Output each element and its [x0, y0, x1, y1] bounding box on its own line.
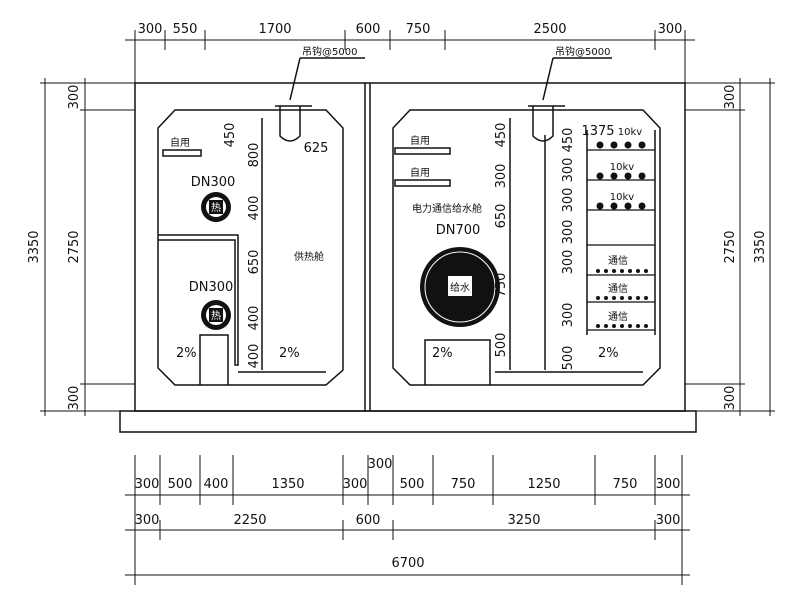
bottom-r2-dim-2: 2250	[233, 513, 266, 528]
left-hanger-leader	[289, 57, 301, 101]
left-slope-left: 2%	[176, 346, 197, 361]
svg-text:给水: 给水	[450, 281, 470, 294]
right-shelf-label-1: 自用	[410, 134, 430, 147]
right-dim-bottom: 300	[723, 386, 738, 411]
left-chamber-outline	[157, 109, 344, 386]
bottom-r1-dim-3: 400	[204, 477, 229, 492]
bottom-r1-dim-4: 1350	[271, 477, 304, 492]
left-inner-dim-400c: 400	[247, 344, 262, 369]
rack-label-1: 10kv	[618, 127, 643, 138]
right-top-dim-1375: 1375	[581, 124, 614, 139]
right-right-dim-4: 300	[561, 220, 576, 245]
left-lower-pipe: 热	[201, 300, 231, 330]
base-slab	[119, 410, 697, 433]
heating-compartment-label: 供热舱	[294, 250, 324, 263]
rack-label-6: 通信	[608, 311, 628, 323]
left-inner-dim-400b: 400	[247, 306, 262, 331]
right-shelf-1	[394, 147, 451, 155]
left-shelf	[162, 149, 202, 157]
top-dim-4: 600	[356, 22, 381, 37]
right-dim-mid: 2750	[723, 230, 738, 263]
cable-racks	[587, 149, 655, 331]
rack-label-3: 10kv	[610, 192, 635, 203]
right-dim-total: 3350	[753, 230, 768, 263]
water-pipe: 给水	[420, 247, 500, 327]
right-right-dim-7: 500	[561, 346, 576, 371]
left-lower-pipe-size: DN300	[189, 280, 234, 295]
rack-label-5: 通信	[608, 283, 628, 295]
power-cables	[596, 141, 646, 210]
right-shelf-label-2: 自用	[410, 166, 430, 179]
left-dim-top: 300	[67, 85, 82, 110]
left-upper-pipe: 热	[201, 192, 231, 222]
bottom-r1-dim-7: 750	[451, 477, 476, 492]
bottom-r2-dim-3: 600	[356, 513, 381, 528]
bottom-r2-dim-5: 300	[656, 513, 681, 528]
right-right-dim-1: 450	[561, 128, 576, 153]
right-hanger-leader	[542, 57, 554, 101]
right-shelf-2	[394, 179, 451, 187]
bottom-r1-dim-1: 300	[135, 477, 160, 492]
right-hanger-hook	[528, 105, 565, 142]
water-pipe-size: DN700	[436, 223, 481, 238]
bottom-r2-dim-1: 300	[135, 513, 160, 528]
bottom-r1-dim-6: 500	[400, 477, 425, 492]
svg-text:热: 热	[211, 309, 221, 322]
right-right-dim-5: 300	[561, 250, 576, 275]
bottom-r1-dim-8: 1250	[527, 477, 560, 492]
top-dim-5: 750	[406, 22, 431, 37]
right-left-dim-3: 650	[494, 204, 509, 229]
right-dim-top: 300	[723, 85, 738, 110]
right-right-dim-6: 300	[561, 303, 576, 328]
left-slope-right: 2%	[279, 346, 300, 361]
left-inner-dim-800: 800	[247, 143, 262, 168]
right-right-dim-2: 300	[561, 158, 576, 183]
left-upper-pipe-size: DN300	[191, 175, 236, 190]
right-chamber-outline	[392, 109, 661, 386]
bottom-r1-dim-10: 300	[656, 477, 681, 492]
bottom-r1-dim-extra: 300	[368, 457, 393, 472]
left-hanger-label: 吊钩@5000	[302, 46, 357, 58]
top-dim-1: 300	[138, 22, 163, 37]
svg-text:热: 热	[211, 201, 221, 214]
left-dim-450: 450	[223, 123, 238, 148]
left-dim-625: 625	[304, 141, 329, 156]
right-right-dim-3: 300	[561, 188, 576, 213]
bottom-r1-dim-5: 300	[343, 477, 368, 492]
top-dim-7: 300	[658, 22, 683, 37]
right-left-dim-2: 300	[494, 164, 509, 189]
right-left-dim-5: 500	[494, 333, 509, 358]
left-inner-dim-400a: 400	[247, 196, 262, 221]
top-dim-2: 550	[173, 22, 198, 37]
bottom-total-dim: 6700	[391, 556, 424, 571]
right-hanger-label: 吊钩@5000	[555, 46, 610, 58]
left-plinth	[199, 334, 229, 385]
bottom-r2-dim-4: 3250	[507, 513, 540, 528]
left-dim-mid: 2750	[67, 230, 82, 263]
right-plinth	[424, 339, 491, 385]
left-hanger-hook	[275, 105, 312, 142]
top-dim-6: 2500	[533, 22, 566, 37]
left-inner-partition	[158, 234, 239, 366]
left-inner-dim-650: 650	[247, 250, 262, 275]
bottom-r1-dim-9: 750	[613, 477, 638, 492]
left-dim-bottom: 300	[67, 386, 82, 411]
left-shelf-label: 自用	[170, 136, 190, 149]
top-dim-3: 1700	[258, 22, 291, 37]
rack-label-4: 通信	[608, 255, 628, 267]
rack-label-2: 10kv	[610, 162, 635, 173]
right-left-dim-1: 450	[494, 123, 509, 148]
left-dim-total: 3350	[27, 230, 42, 263]
comm-cables	[596, 269, 648, 328]
utility-compartment-label: 电力通信给水舱	[412, 202, 482, 215]
right-slope-right: 2%	[598, 346, 619, 361]
bottom-r1-dim-2: 500	[168, 477, 193, 492]
right-slope-left: 2%	[432, 346, 453, 361]
right-left-dim-4: 750	[494, 273, 509, 298]
